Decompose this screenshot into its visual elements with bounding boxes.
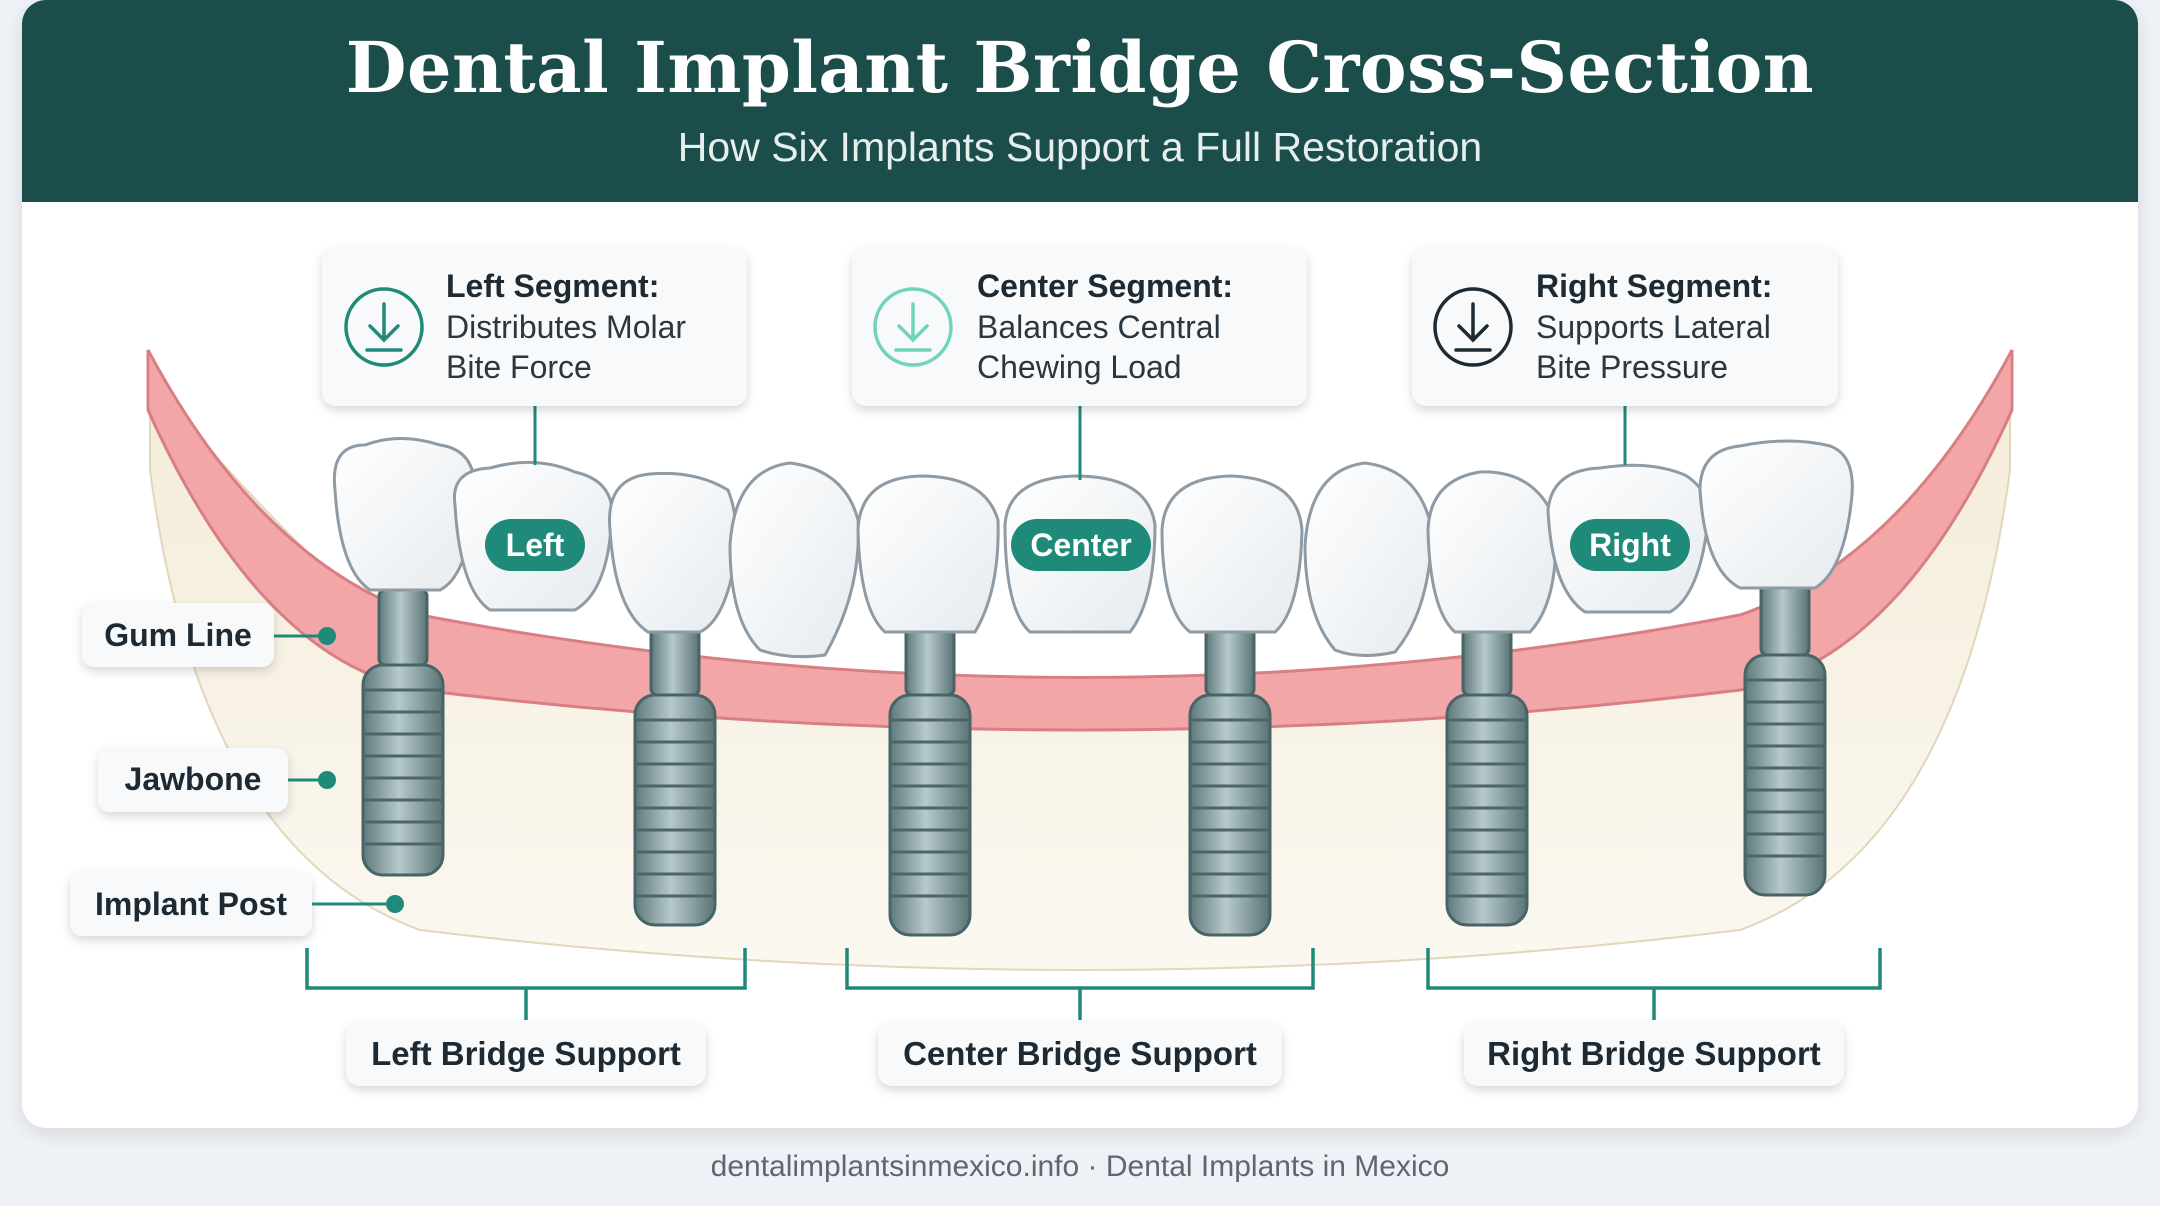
- implant-post: [361, 588, 445, 877]
- callout-center-segment: Center Segment: Balances Central Chewing…: [852, 248, 1307, 406]
- tooth-crown: [728, 461, 860, 659]
- support-label-text: Left Bridge Support: [371, 1035, 681, 1072]
- label-jawbone: Jawbone: [98, 748, 336, 812]
- badge-label: Left: [506, 527, 565, 563]
- segment-description-line1: Balances Central: [977, 309, 1221, 345]
- badge-left: Left: [485, 519, 585, 571]
- support-label-right: Right Bridge Support: [1464, 1022, 1844, 1086]
- download-arrow-icon: [873, 287, 953, 367]
- implant-post: [888, 618, 972, 937]
- tooth-crown: [332, 437, 477, 592]
- page-title: Dental Implant Bridge Cross-Section: [345, 26, 1815, 109]
- segment-description-line1: Distributes Molar: [446, 309, 686, 345]
- tooth-crown: [1698, 439, 1854, 590]
- label-text: Implant Post: [95, 886, 287, 922]
- segment-description-line2: Chewing Load: [977, 349, 1182, 385]
- implant-post: [1188, 618, 1272, 937]
- support-label-center: Center Bridge Support: [878, 1022, 1282, 1086]
- implant-post: [1743, 578, 1827, 897]
- tooth-crown: [1426, 470, 1558, 634]
- tooth-crown: [856, 474, 1000, 634]
- badge-label: Right: [1589, 527, 1671, 563]
- callout-connectors: [533, 405, 1627, 480]
- download-arrow-icon: [344, 287, 424, 367]
- page-subtitle: How Six Implants Support a Full Restorat…: [677, 124, 1483, 170]
- badge-center: Center: [1011, 519, 1151, 571]
- badge-label: Center: [1030, 527, 1131, 563]
- support-brackets: [305, 948, 1882, 1020]
- segment-heading: Left Segment:: [446, 268, 659, 304]
- gum-band: [146, 349, 2014, 732]
- segment-description-line1: Supports Lateral: [1536, 309, 1771, 345]
- support-label-text: Right Bridge Support: [1487, 1035, 1821, 1072]
- tooth-crown: [1303, 461, 1434, 657]
- footer-credit: dentalimplantsinmexico.info · Dental Imp…: [710, 1150, 1450, 1183]
- implant-post: [633, 618, 717, 927]
- support-label-left: Left Bridge Support: [346, 1022, 706, 1086]
- label-implant-post: Implant Post: [70, 872, 404, 936]
- tooth-crown: [1160, 474, 1304, 634]
- badge-right: Right: [1570, 519, 1690, 571]
- header-banner: Dental Implant Bridge Cross-Section How …: [22, 0, 2138, 202]
- segment-description-line2: Bite Pressure: [1536, 349, 1728, 385]
- implant-post: [1445, 618, 1529, 927]
- bracket-left: [305, 948, 747, 1020]
- tooth-crown: [608, 471, 738, 634]
- label-text: Gum Line: [104, 617, 252, 653]
- bracket-center: [845, 948, 1315, 1020]
- implant-posts: [361, 578, 1827, 937]
- segment-heading: Right Segment:: [1536, 268, 1772, 304]
- bridge-crowns: [332, 437, 1854, 659]
- segment-description-line2: Bite Force: [446, 349, 592, 385]
- bracket-right: [1426, 948, 1882, 1020]
- label-text: Jawbone: [125, 761, 262, 797]
- label-gum-line: Gum Line: [82, 603, 336, 667]
- segment-heading: Center Segment:: [977, 268, 1233, 304]
- callout-right-segment: Right Segment: Supports Lateral Bite Pre…: [1412, 248, 1838, 406]
- support-label-text: Center Bridge Support: [903, 1035, 1257, 1072]
- download-arrow-icon: [1433, 287, 1513, 367]
- callout-left-segment: Left Segment: Distributes Molar Bite For…: [322, 248, 747, 406]
